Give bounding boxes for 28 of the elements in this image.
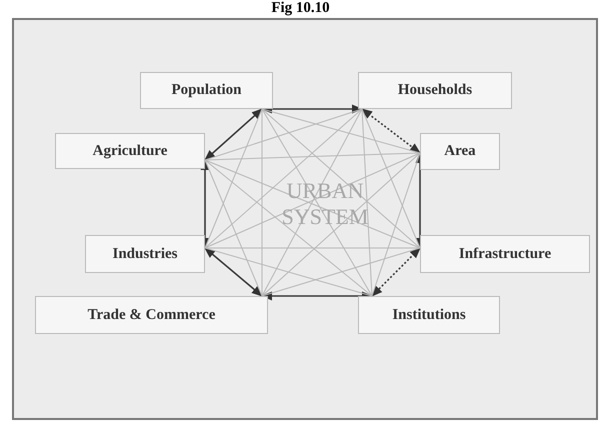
connector-line — [204, 152, 420, 160]
connector-line — [262, 152, 420, 296]
connector-line — [372, 152, 420, 296]
label-box: Population — [140, 72, 273, 109]
double-arrow — [371, 247, 421, 297]
connector-line — [204, 108, 362, 160]
connector-line — [204, 108, 262, 248]
center-label: URBAN SYSTEM — [280, 178, 370, 230]
label-box: Households — [358, 72, 512, 109]
connector-line — [362, 108, 420, 248]
connector-line — [204, 248, 372, 296]
connector-line — [262, 108, 420, 154]
connector-line — [204, 108, 362, 248]
connector-line — [204, 160, 372, 296]
double-arrow — [204, 247, 263, 297]
connector-line — [362, 108, 372, 296]
label-box: Trade & Commerce — [35, 296, 268, 334]
double-arrow — [361, 108, 421, 154]
label-box: Industries — [85, 235, 205, 273]
label-box: Area — [420, 133, 500, 170]
double-arrow — [204, 108, 263, 161]
connector-line — [262, 248, 420, 296]
connector-line — [204, 160, 262, 296]
connector-line — [262, 108, 420, 248]
figure-title: Fig 10.10 — [270, 0, 331, 16]
label-box: Infrastructure — [420, 235, 590, 273]
label-box: Agriculture — [55, 133, 205, 169]
label-box: Institutions — [358, 296, 500, 334]
